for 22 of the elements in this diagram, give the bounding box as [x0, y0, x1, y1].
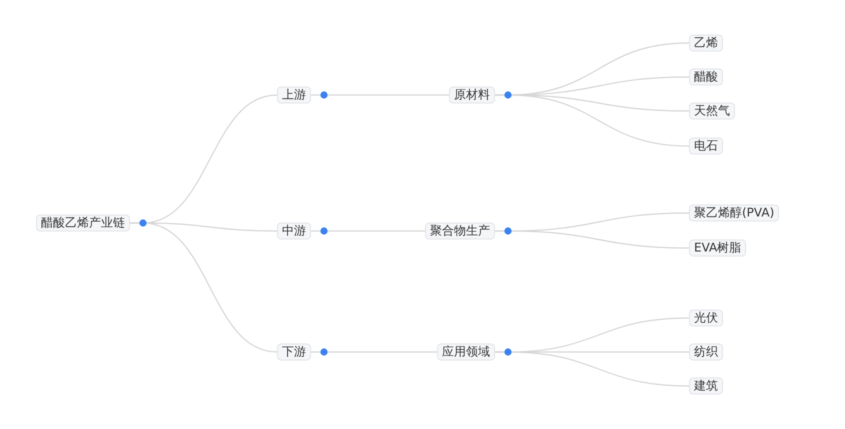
- branch-line: [495, 351, 690, 387]
- branch-line: [495, 230, 690, 249]
- topic-box: 天然气: [689, 102, 735, 120]
- topic-box: 中游: [277, 222, 311, 240]
- topic-box: 聚乙烯醇(PVA): [689, 204, 780, 222]
- topic-box: 醋酸: [689, 68, 723, 86]
- topic-box: 光伏: [689, 310, 723, 326]
- topic-box: 原材料: [449, 86, 495, 104]
- topic-box: 醋酸乙烯产业链: [36, 214, 130, 232]
- topic-box: 聚合物生产: [425, 222, 495, 240]
- topic-box: EVA树脂: [689, 240, 746, 256]
- branch-line: [130, 222, 278, 353]
- branch-line: [311, 351, 437, 353]
- topic-box: 电石: [689, 138, 723, 154]
- topic-box: 纺织: [689, 344, 723, 360]
- topic-box: 建筑: [689, 378, 723, 394]
- branch-line: [311, 94, 449, 96]
- topic-box: 下游: [277, 344, 311, 360]
- branch-line: [311, 230, 425, 232]
- topic-box: 上游: [277, 86, 311, 104]
- topic-box: 应用领域: [437, 344, 495, 360]
- topic-box: 乙烯: [689, 34, 723, 52]
